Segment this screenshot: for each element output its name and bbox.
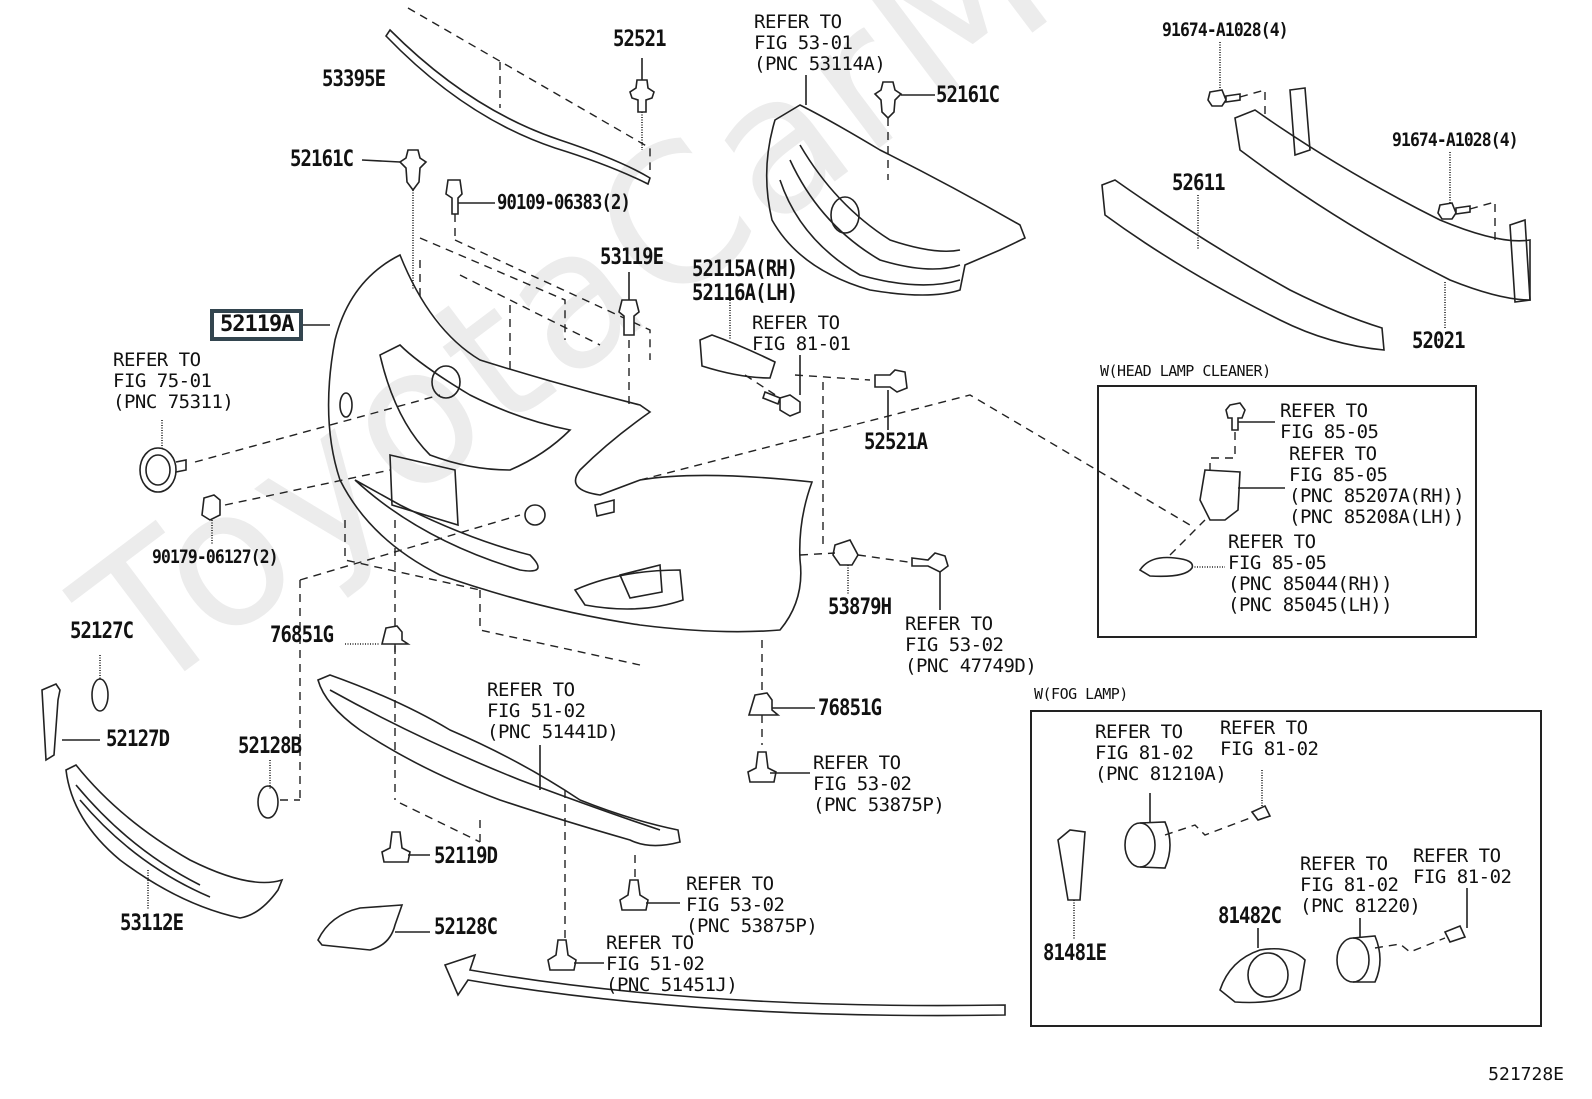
ref-53875P-right[interactable]: REFER TO FIG 53-02 (PNC 53875P)	[813, 752, 945, 816]
part-label-53879H[interactable]: 53879H	[828, 595, 892, 620]
part-label-81482C[interactable]: 81482C	[1218, 904, 1282, 929]
part-label-52119A[interactable]: 52119A	[220, 312, 294, 337]
nut-76851G-left	[380, 625, 411, 645]
emblem	[139, 447, 187, 493]
hlc-inset-box	[1097, 385, 1477, 638]
part-label-76851G-left[interactable]: 76851G	[270, 623, 334, 648]
ref-51441D[interactable]: REFER TO FIG 51-02 (PNC 51441D)	[487, 679, 619, 743]
fog-bracket-81481E	[1057, 829, 1086, 901]
bolt-53875P-right	[747, 751, 777, 783]
part-label-52161C-left[interactable]: 52161C	[290, 147, 354, 172]
part-label-52021[interactable]: 52021	[1412, 329, 1466, 354]
fog-bezel-81482C	[1219, 947, 1306, 1004]
ref-fig-81-01[interactable]: REFER TO FIG 81-01	[752, 312, 851, 355]
part-label-52115A-RH[interactable]: 52115A(RH)	[692, 257, 798, 282]
ref-51451J[interactable]: REFER TO FIG 51-02 (PNC 51451J)	[606, 932, 738, 996]
nut-90179	[201, 494, 221, 521]
part-label-52521A[interactable]: 52521A	[864, 430, 928, 455]
part-label-53112E[interactable]: 53112E	[120, 911, 184, 936]
part-label-52116A-LH[interactable]: 52116A(LH)	[692, 281, 798, 306]
part-label-52611[interactable]: 52611	[1172, 171, 1226, 196]
part-label-52127D[interactable]: 52127D	[106, 727, 170, 752]
fog-screw-left	[1250, 804, 1272, 821]
part-label-53395E[interactable]: 53395E	[322, 67, 386, 92]
fog-ref-lamp-left[interactable]: REFER TO FIG 81-02 (PNC 81210A)	[1095, 721, 1227, 785]
hlc-nozzle-cover	[1138, 556, 1194, 578]
bolt-51451J	[547, 939, 577, 971]
ref-grille-53114A[interactable]: REFER TO FIG 53-01 (PNC 53114A)	[754, 11, 886, 75]
fog-title: W(FOG LAMP)	[1034, 685, 1128, 703]
seal-strip-53395E	[384, 28, 651, 186]
bracket-53879H	[832, 539, 859, 566]
part-label-53119E[interactable]: 53119E	[600, 245, 664, 270]
cap-52127C	[91, 678, 109, 712]
part-label-76851G-right[interactable]: 76851G	[818, 696, 882, 721]
part-label-52119D[interactable]: 52119D	[434, 844, 498, 869]
cap-52128B	[257, 785, 279, 819]
ref-emblem-75311[interactable]: REFER TO FIG 75-01 (PNC 75311)	[113, 349, 234, 413]
bolt-90109	[445, 179, 463, 215]
part-label-81481E[interactable]: 81481E	[1043, 941, 1107, 966]
bolt-91674-top	[1207, 89, 1241, 107]
bracket-52115A	[699, 334, 776, 379]
clip-47749D	[911, 552, 949, 573]
part-label-90109-06383[interactable]: 90109-06383(2)	[497, 190, 631, 214]
under-cover-51441D	[317, 674, 681, 847]
hlc-actuator	[1199, 469, 1241, 521]
hlc-ref-bolt[interactable]: REFER TO FIG 85-05	[1280, 400, 1379, 443]
bolt-fig-81-01	[762, 390, 801, 417]
fog-ref-screw-left[interactable]: REFER TO FIG 81-02	[1220, 717, 1319, 760]
clip-52521A	[874, 369, 908, 393]
hlc-ref-actuator[interactable]: REFER TO FIG 85-05 (PNC 85207A(RH)) (PNC…	[1289, 443, 1465, 528]
fog-inset-box	[1030, 710, 1542, 1027]
part-label-52128B[interactable]: 52128B	[238, 734, 302, 759]
highlighted-part-box[interactable]: 52119A	[210, 309, 304, 341]
ref-53875P-lower[interactable]: REFER TO FIG 53-02 (PNC 53875P)	[686, 873, 818, 937]
bolt-53875P-lower	[619, 879, 649, 911]
radiator-grille	[765, 104, 1027, 296]
hlc-ref-cover[interactable]: REFER TO FIG 85-05 (PNC 85044(RH)) (PNC …	[1228, 531, 1393, 616]
bracket-52127D	[41, 683, 61, 762]
fog-ref-lamp-right[interactable]: REFER TO FIG 81-02 (PNC 81220)	[1300, 853, 1421, 917]
part-label-91674-A1028-top[interactable]: 91674-A1028(4)	[1162, 19, 1289, 41]
nut-76851G-right	[747, 692, 781, 716]
part-label-52161C-right[interactable]: 52161C	[936, 83, 1000, 108]
direction-arrow	[443, 953, 1006, 1017]
ref-47749D[interactable]: REFER TO FIG 53-02 (PNC 47749D)	[905, 613, 1037, 677]
hlc-bolt	[1225, 402, 1246, 431]
bolt-53119E	[618, 299, 640, 336]
part-label-52127C[interactable]: 52127C	[70, 619, 134, 644]
hlc-title: W(HEAD LAMP CLEANER)	[1100, 362, 1271, 380]
bumper-cover-52119A	[327, 253, 814, 633]
fog-cover-52128C	[317, 904, 404, 951]
part-label-52521[interactable]: 52521	[613, 27, 667, 52]
lower-grille-53112E	[65, 763, 284, 919]
bolt-91674-right	[1437, 202, 1471, 220]
part-label-52128C[interactable]: 52128C	[434, 915, 498, 940]
part-label-90179-06127[interactable]: 90179-06127(2)	[152, 546, 279, 568]
clip-52161C-right	[873, 81, 903, 120]
energy-absorber-52611	[1101, 179, 1385, 351]
figure-id: 521728E	[1488, 1064, 1564, 1085]
clip-52161C-left	[398, 149, 428, 192]
clip-52521	[629, 79, 655, 113]
fog-ref-screw-right[interactable]: REFER TO FIG 81-02	[1413, 845, 1512, 888]
bolt-52119D	[381, 831, 411, 863]
fog-screw-right	[1443, 924, 1467, 943]
part-label-91674-A1028-right[interactable]: 91674-A1028(4)	[1392, 129, 1519, 151]
